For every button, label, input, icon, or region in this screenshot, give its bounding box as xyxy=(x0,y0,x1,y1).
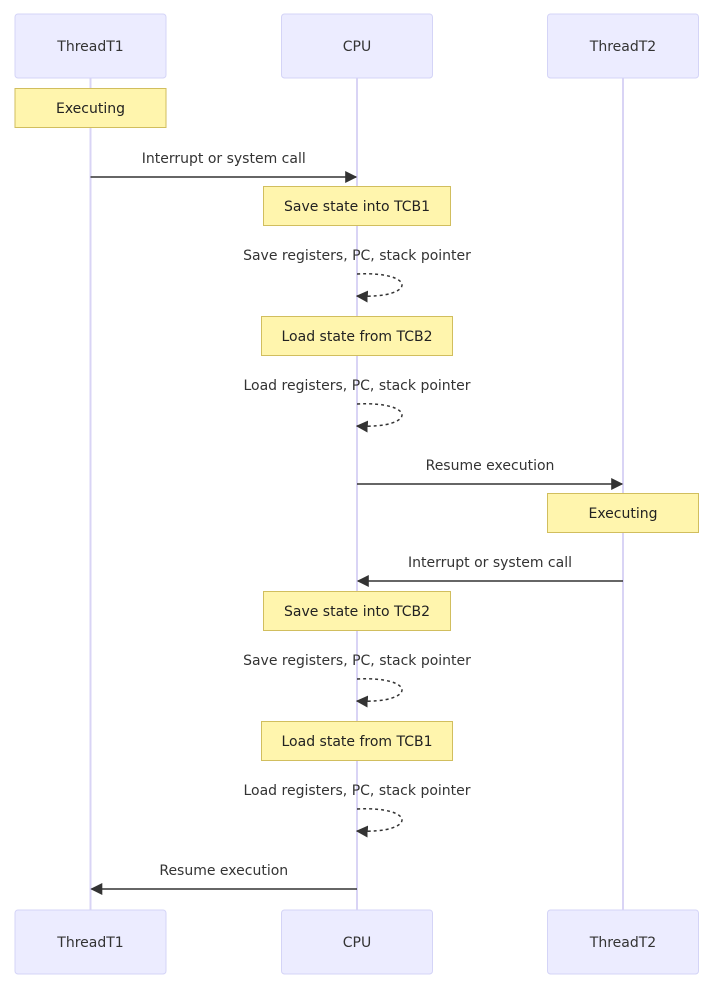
note-box xyxy=(263,186,451,226)
message-label: Save registers, PC, stack pointer xyxy=(243,248,471,264)
message-label: Interrupt or system call xyxy=(142,151,306,167)
message-label: Load registers, PC, stack pointer xyxy=(243,378,470,394)
message: Load registers, PC, stack pointer xyxy=(243,378,471,433)
note-box xyxy=(547,493,699,533)
self-message-arrow xyxy=(355,403,403,433)
actor-box xyxy=(281,909,433,975)
actor-t2-bottom: ThreadT2 xyxy=(547,909,699,975)
actor-cpu-top: CPU xyxy=(281,13,433,79)
note-text: Executing xyxy=(56,101,125,117)
actor-label: CPU xyxy=(343,935,371,951)
message-label: Load registers, PC, stack pointer xyxy=(243,783,470,799)
actor-box xyxy=(547,13,699,79)
message-label: Resume execution xyxy=(426,458,555,474)
note-box xyxy=(263,591,451,631)
note: Executing xyxy=(14,88,167,128)
note: Load state from TCB2 xyxy=(261,316,453,356)
message: Interrupt or system call xyxy=(356,555,623,587)
note-box xyxy=(261,721,453,761)
message: Resume execution xyxy=(90,863,357,895)
actor-t1-top: ThreadT1 xyxy=(14,13,167,79)
note: Save state into TCB2 xyxy=(263,591,451,631)
actor-box xyxy=(281,13,433,79)
actor-box xyxy=(14,909,167,975)
note-box xyxy=(261,316,453,356)
note-text: Executing xyxy=(588,506,657,522)
note-text: Save state into TCB1 xyxy=(284,199,430,215)
message: Save registers, PC, stack pointer xyxy=(243,248,471,303)
actor-label: ThreadT1 xyxy=(56,935,123,951)
note-box xyxy=(14,88,167,128)
actor-label: CPU xyxy=(343,39,371,55)
self-message-arrow xyxy=(355,678,403,708)
message: Save registers, PC, stack pointer xyxy=(243,653,471,708)
note-text: Load state from TCB2 xyxy=(282,329,433,345)
message: Interrupt or system call xyxy=(90,151,358,183)
note-text: Save state into TCB2 xyxy=(284,604,430,620)
note: Executing xyxy=(547,493,699,533)
actor-cpu-bottom: CPU xyxy=(281,909,433,975)
self-message-arrow xyxy=(355,808,403,838)
note: Load state from TCB1 xyxy=(261,721,453,761)
actor-box xyxy=(547,909,699,975)
actor-box xyxy=(14,13,167,79)
actor-t1-bottom: ThreadT1 xyxy=(14,909,167,975)
message-label: Interrupt or system call xyxy=(408,555,572,571)
message-label: Save registers, PC, stack pointer xyxy=(243,653,471,669)
message: Load registers, PC, stack pointer xyxy=(243,783,471,838)
actor-t2-top: ThreadT2 xyxy=(547,13,699,79)
message: Resume execution xyxy=(357,458,624,490)
actor-label: ThreadT2 xyxy=(589,935,656,951)
note: Save state into TCB1 xyxy=(263,186,451,226)
note-text: Load state from TCB1 xyxy=(282,734,433,750)
actor-label: ThreadT1 xyxy=(56,39,123,55)
self-message-arrow xyxy=(355,273,403,303)
actor-label: ThreadT2 xyxy=(589,39,656,55)
message-label: Resume execution xyxy=(159,863,288,879)
